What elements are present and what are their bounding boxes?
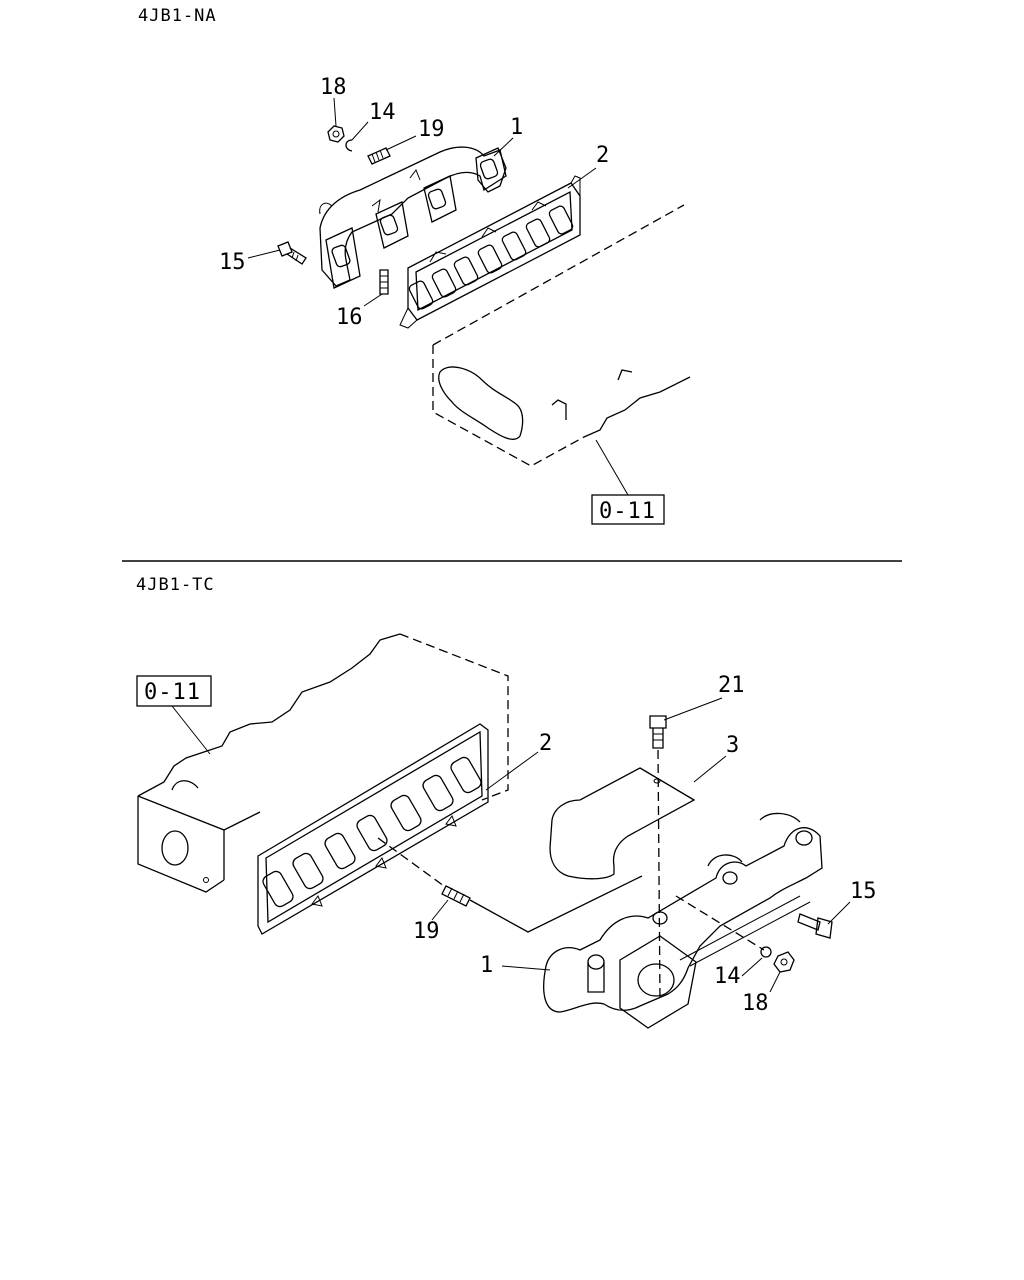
- top-stud-16: [379, 269, 389, 295]
- top-callout-19: 19: [418, 117, 445, 142]
- top-ref-box: 0-11: [591, 439, 665, 525]
- top-callout-15: 15: [219, 250, 246, 275]
- top-ref-label: 0-11: [599, 499, 656, 524]
- bottom-callout-14: 14: [714, 964, 741, 989]
- top-stud-19: [367, 147, 391, 165]
- bottom-callout-2: 2: [539, 731, 552, 756]
- top-gasket: [399, 175, 581, 329]
- top-callout-18: 18: [320, 75, 347, 100]
- bottom-ref-box: 0-11: [136, 675, 212, 755]
- top-callout-16: 16: [336, 305, 363, 330]
- bottom-exhaust-manifold: [543, 812, 823, 1029]
- bottom-stud-19: [441, 885, 471, 907]
- bottom-nut-18: [773, 951, 795, 973]
- bottom-gasket: [257, 723, 489, 935]
- top-washer-14: [345, 139, 353, 152]
- bottom-callout-21: 21: [718, 673, 745, 698]
- bottom-section: 4JB1-TC 0-11: [136, 575, 877, 1029]
- bottom-callout-18: 18: [742, 991, 769, 1016]
- bottom-bolt-15: [797, 913, 833, 939]
- top-section: 4JB1-NA 0-11: [138, 6, 691, 525]
- top-bolt-15: [277, 241, 307, 265]
- bottom-heat-shield: [549, 767, 696, 880]
- top-exhaust-manifold: [319, 146, 507, 289]
- top-callout-1: 1: [510, 115, 523, 140]
- top-callout-14: 14: [369, 100, 396, 125]
- bottom-cylinder-head: [137, 633, 509, 893]
- bottom-bolt-21: [649, 715, 667, 749]
- bottom-callout-3: 3: [726, 733, 739, 758]
- bottom-callout-15: 15: [850, 879, 877, 904]
- bottom-callout-19: 19: [413, 919, 440, 944]
- bottom-ref-label: 0-11: [144, 680, 201, 705]
- bottom-section-title: 4JB1-TC: [136, 575, 215, 595]
- top-nut-18: [327, 125, 345, 143]
- bottom-callout-1: 1: [480, 953, 493, 978]
- top-cylinder-head: [432, 204, 691, 467]
- bottom-washer-14: [760, 946, 772, 958]
- top-callout-2: 2: [596, 143, 609, 168]
- top-section-title: 4JB1-NA: [138, 6, 217, 26]
